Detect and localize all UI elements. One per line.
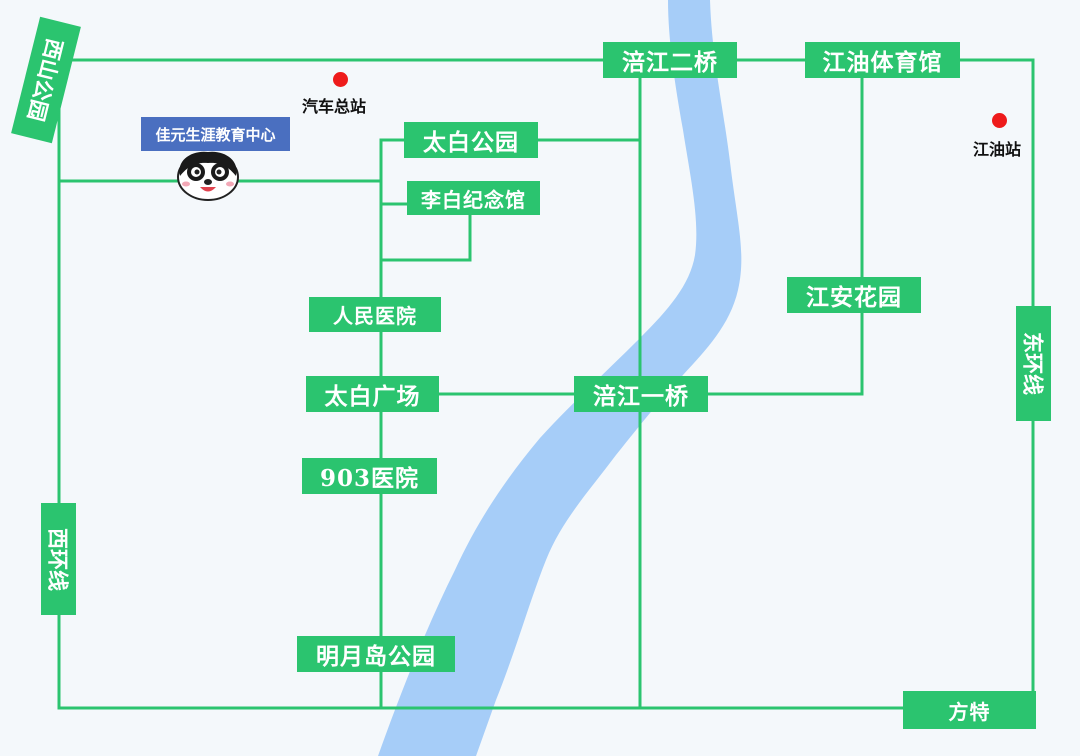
place-label-jiangyou-stadium: 江油体育馆 bbox=[805, 42, 960, 78]
school-marker-label: 佳元生涯教育中心 bbox=[141, 117, 290, 151]
place-label-fujiang-bridge-1: 涪江一桥 bbox=[574, 376, 708, 412]
place-label-jiangan-garden: 江安花园 bbox=[787, 277, 921, 313]
location-dot-icon bbox=[333, 72, 348, 87]
place-label-peoples-hospital: 人民医院 bbox=[309, 297, 441, 332]
fujiang-river bbox=[378, 0, 742, 756]
panda-mascot-icon bbox=[177, 151, 239, 201]
place-label-mingyuedao-park: 明月岛公园 bbox=[297, 636, 455, 672]
road-label-east-ring: 东环线 bbox=[1016, 306, 1051, 421]
place-label-903-hospital: 903医院 bbox=[302, 458, 437, 494]
location-dot-icon bbox=[992, 113, 1007, 128]
place-label-taibai-square: 太白广场 bbox=[306, 376, 439, 412]
place-label-fujiang-bridge-2: 涪江二桥 bbox=[603, 42, 737, 78]
poi-label: 汽车总站 bbox=[302, 97, 367, 116]
place-label-fangte: 方特 bbox=[903, 691, 1036, 729]
road-label-west-ring: 西环线 bbox=[41, 503, 76, 615]
poi-bus-station: 汽车总站 bbox=[300, 72, 380, 116]
poi-jiangyou-station: 江油站 bbox=[968, 113, 1038, 159]
poi-label: 江油站 bbox=[973, 140, 1022, 159]
place-label-taibai-park: 太白公园 bbox=[404, 122, 538, 158]
place-label-libai-memorial: 李白纪念馆 bbox=[407, 181, 540, 215]
